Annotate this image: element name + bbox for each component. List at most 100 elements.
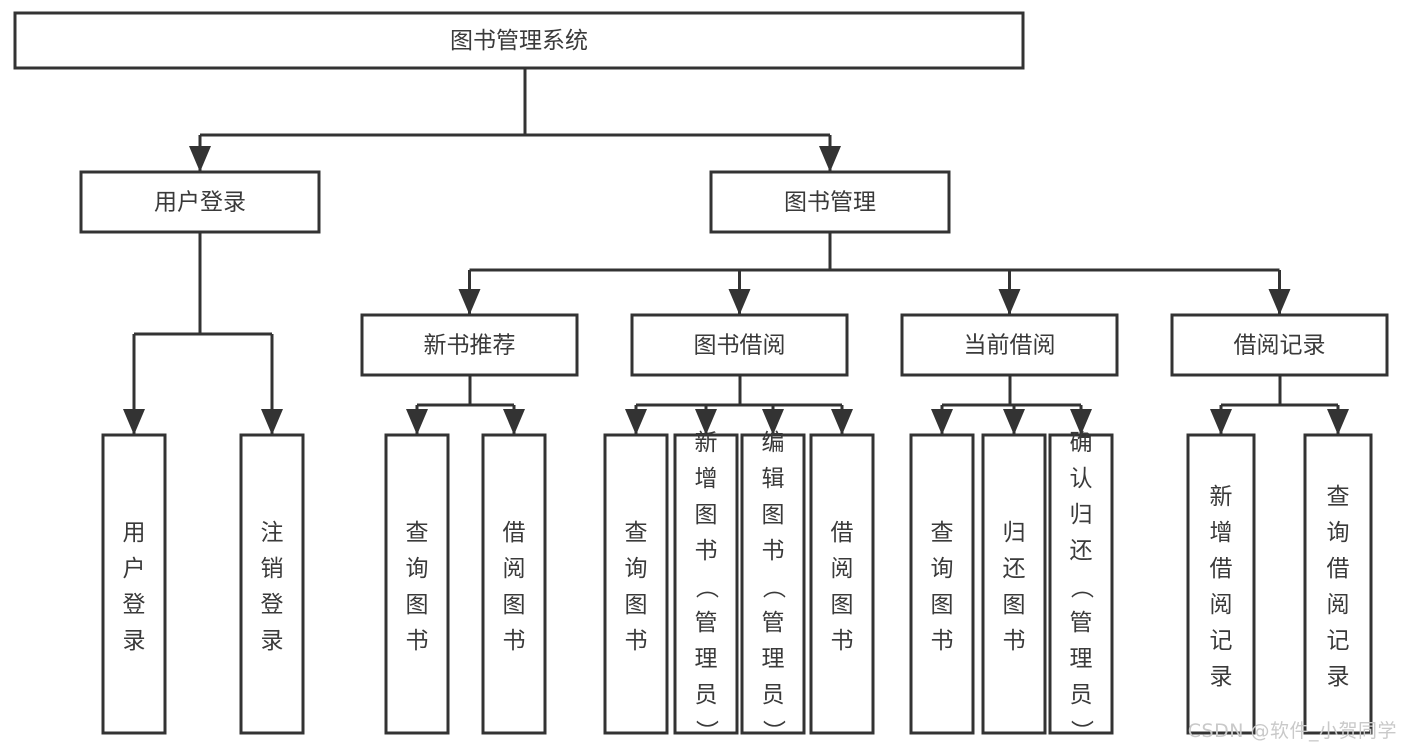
- node-box-book-manage[interactable]: [709, 170, 951, 234]
- node-book-borrow[interactable]: 图书借阅: [630, 313, 849, 377]
- node-box-leaf-query-book-current[interactable]: [909, 433, 975, 735]
- node-leaf-query-book-rec[interactable]: 查询图书查询图书: [384, 433, 450, 735]
- connector-layer: [123, 68, 1349, 435]
- node-box-leaf-logout[interactable]: [239, 433, 305, 735]
- node-label-char: 询: [931, 556, 954, 582]
- node-label-char: 查: [625, 520, 648, 546]
- node-box-borrow-record[interactable]: [1170, 313, 1389, 377]
- node-label-char: 还: [1003, 556, 1026, 582]
- connector-arrowhead: [728, 289, 751, 315]
- node-label-char: 辑: [762, 466, 785, 492]
- connector-arrowhead: [931, 409, 953, 435]
- node-new-book-rec[interactable]: 新书推荐: [360, 313, 579, 377]
- node-label-char: 员: [762, 682, 785, 708]
- node-label-char: （: [1068, 576, 1094, 599]
- node-label-char: 录: [1327, 664, 1350, 690]
- node-current-borrow[interactable]: 当前借阅: [900, 313, 1119, 377]
- node-leaf-user-login[interactable]: 用户登录用户登录: [101, 433, 167, 735]
- connector-group-bus-book-borrow: [625, 375, 853, 435]
- node-leaf-add-record[interactable]: 新增借阅记录新增借阅记录: [1186, 433, 1256, 735]
- connector-group-bus-root: [189, 68, 841, 172]
- node-label-current-borrow: 当前借阅: [964, 333, 1056, 359]
- node-box-leaf-edit-book[interactable]: [740, 433, 806, 735]
- node-box-leaf-add-book[interactable]: [673, 433, 739, 735]
- node-label-char: 借: [831, 520, 854, 546]
- node-label-char: 查: [406, 520, 429, 546]
- node-leaf-return-book[interactable]: 归还图书归还图书: [981, 433, 1047, 735]
- connector-arrowhead: [503, 409, 525, 435]
- connector-group-bus-book-manage: [458, 232, 1291, 315]
- node-box-leaf-query-record[interactable]: [1303, 433, 1373, 735]
- node-box-leaf-return-book[interactable]: [981, 433, 1047, 735]
- connector-group-bus-borrow-record: [1210, 375, 1349, 435]
- node-box-leaf-borrow-book[interactable]: [809, 433, 875, 735]
- node-label-new-book-rec: 新书推荐: [424, 333, 516, 359]
- node-box-root[interactable]: [13, 11, 1025, 70]
- node-label-char: 新: [695, 430, 718, 456]
- node-label-root: 图书管理系统: [450, 28, 588, 54]
- connector-arrowhead: [406, 409, 428, 435]
- node-label-book-borrow: 图书借阅: [694, 333, 786, 359]
- connector-arrowhead: [1003, 409, 1025, 435]
- node-label-char: 记: [1210, 628, 1233, 654]
- connector-arrowhead: [123, 409, 145, 435]
- node-label-char: 认: [1070, 466, 1093, 492]
- node-label-char: 图: [762, 502, 785, 528]
- node-label-char: 询: [406, 556, 429, 582]
- node-label-char: 员: [1070, 682, 1093, 708]
- node-root[interactable]: 图书管理系统: [13, 11, 1025, 70]
- node-label-char: 销: [261, 556, 284, 582]
- node-label-char: 图: [406, 592, 429, 618]
- node-box-user-login[interactable]: [79, 170, 321, 234]
- node-box-leaf-add-record[interactable]: [1186, 433, 1256, 735]
- node-box-leaf-confirm-return[interactable]: [1048, 433, 1114, 735]
- node-label-char: 增: [695, 466, 718, 492]
- node-label-user-login: 用户登录: [154, 190, 246, 216]
- node-label-char: 户: [123, 556, 146, 582]
- node-leaf-query-book-borrow[interactable]: 查询图书查询图书: [603, 433, 669, 735]
- connector-arrowhead: [762, 409, 784, 435]
- node-label-char: 书: [931, 628, 954, 654]
- node-label-borrow-record: 借阅记录: [1234, 333, 1326, 359]
- connector-arrowhead: [819, 146, 841, 172]
- node-box-leaf-user-login[interactable]: [101, 433, 167, 735]
- node-box-leaf-query-book-borrow[interactable]: [603, 433, 669, 735]
- node-book-manage[interactable]: 图书管理: [709, 170, 951, 234]
- node-leaf-borrow-book-rec[interactable]: 借阅图书借阅图书: [481, 433, 547, 735]
- node-box-new-book-rec[interactable]: [360, 313, 579, 377]
- node-label-char: 录: [1210, 664, 1233, 690]
- node-label-char: 查: [931, 520, 954, 546]
- node-label-char: 借: [1327, 556, 1350, 582]
- node-label-char: 登: [123, 592, 146, 618]
- node-box-leaf-query-book-rec[interactable]: [384, 433, 450, 735]
- node-borrow-record[interactable]: 借阅记录: [1170, 313, 1389, 377]
- node-label-char: 管: [1070, 610, 1093, 636]
- node-label-char: 记: [1327, 628, 1350, 654]
- node-box-book-borrow[interactable]: [630, 313, 849, 377]
- node-label-char: 阅: [831, 556, 854, 582]
- node-leaf-logout[interactable]: 注销登录注销登录: [239, 433, 305, 735]
- node-box-current-borrow[interactable]: [900, 313, 1119, 377]
- node-label-char: 询: [1327, 520, 1350, 546]
- node-box-leaf-borrow-book-rec[interactable]: [481, 433, 547, 735]
- node-label-char: （: [693, 576, 719, 599]
- node-user-login[interactable]: 用户登录: [79, 170, 321, 234]
- connector-arrowhead: [1070, 409, 1092, 435]
- node-label-char: 录: [123, 628, 146, 654]
- node-leaf-query-record[interactable]: 查询借阅记录查询借阅记录: [1303, 433, 1373, 735]
- node-label-char: 借: [1210, 556, 1233, 582]
- node-label-char: ）: [1068, 720, 1094, 743]
- connector-arrowhead: [1210, 409, 1232, 435]
- node-leaf-borrow-book[interactable]: 借阅图书借阅图书: [809, 433, 875, 735]
- node-label-char: 图: [831, 592, 854, 618]
- node-leaf-query-book-current[interactable]: 查询图书查询图书: [909, 433, 975, 735]
- node-label-char: 理: [1070, 646, 1093, 672]
- connector-arrowhead: [261, 409, 283, 435]
- node-label-char: ）: [693, 720, 719, 743]
- connector-arrowhead: [1327, 409, 1349, 435]
- node-label-char: 书: [406, 628, 429, 654]
- node-label-char: 理: [762, 646, 785, 672]
